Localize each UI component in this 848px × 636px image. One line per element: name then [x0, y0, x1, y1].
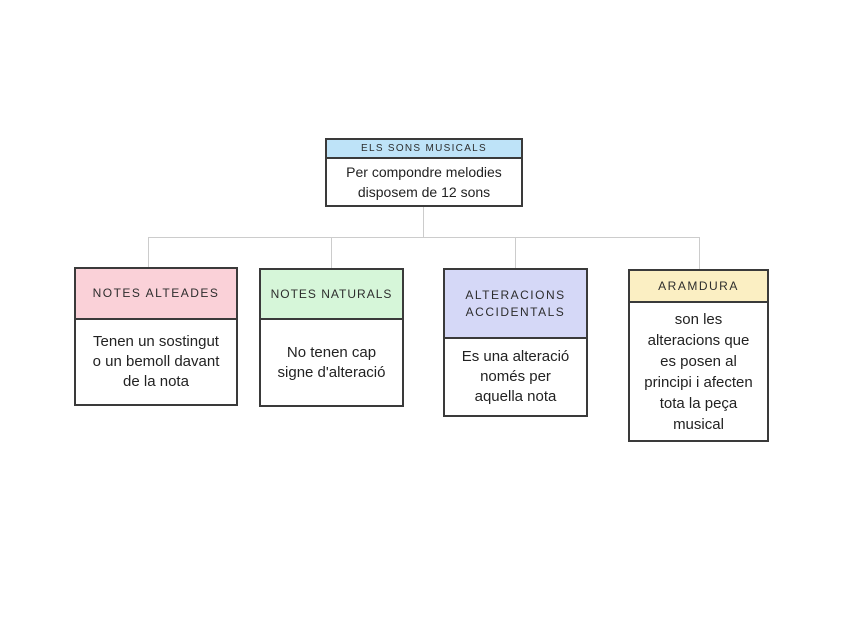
body-line: només per: [480, 368, 551, 385]
body-line: disposem de 12 sons: [357, 184, 491, 200]
body-line: es posen al: [660, 352, 737, 370]
node-header: ALTERACIONS ACCIDENTALS: [445, 270, 586, 339]
node-header: NOTES ALTEADES: [76, 269, 236, 320]
body-line: Per compondre melodies: [346, 164, 502, 180]
node-title: NOTES NATURALS: [270, 286, 393, 301]
connector-root-stem: [423, 207, 424, 238]
body-line: tota la peça: [659, 394, 738, 412]
node-aramdura[interactable]: ARAMDURA son les alteracions que es pose…: [628, 269, 769, 442]
node-body: Tenen un sostingut o un bemoll davant de…: [76, 320, 236, 404]
node-body: Per compondre melodies disposem de 12 so…: [327, 159, 521, 205]
node-title: NOTES ALTEADES: [92, 286, 220, 300]
body-line: Tenen un sostingut: [93, 333, 219, 350]
body-line: aquella nota: [474, 388, 557, 405]
body-line: No tenen cap: [286, 343, 377, 361]
connector-stub-4: [699, 237, 700, 269]
node-body: Es una alteració només per aquella nota: [445, 339, 586, 415]
node-header: ELS SONS MUSICALS: [327, 140, 521, 159]
node-header: NOTES NATURALS: [261, 270, 402, 320]
node-title: ELS SONS MUSICALS: [360, 143, 488, 154]
body-line: alteracions que: [647, 331, 750, 349]
body-line: musical: [673, 415, 724, 433]
body-line: son les: [674, 310, 723, 328]
node-els-sons-musicals[interactable]: ELS SONS MUSICALS Per compondre melodies…: [325, 138, 523, 207]
node-header: ARAMDURA: [630, 271, 767, 303]
body-line: Es una alteració: [461, 348, 570, 365]
node-body: son les alteracions que es posen al prin…: [630, 303, 767, 440]
connector-stub-1: [148, 237, 149, 267]
body-line: o un bemoll davant: [92, 353, 220, 370]
node-notes-alteades[interactable]: NOTES ALTEADES Tenen un sostingut o un b…: [74, 267, 238, 406]
node-title: ARAMDURA: [658, 278, 739, 293]
node-body: No tenen cap signe d'alteració: [261, 320, 402, 405]
connector-stub-3: [515, 237, 516, 268]
node-alteracions-accidentals[interactable]: ALTERACIONS ACCIDENTALS Es una alteració…: [443, 268, 588, 417]
node-title: ALTERACIONS ACCIDENTALS: [465, 287, 566, 319]
connector-stub-2: [331, 237, 332, 268]
node-notes-naturals[interactable]: NOTES NATURALS No tenen cap signe d'alte…: [259, 268, 404, 407]
body-line: principi i afecten: [644, 373, 753, 391]
connector-rail: [148, 237, 700, 238]
body-line: de la nota: [123, 373, 189, 390]
body-line: signe d'alteració: [277, 363, 386, 381]
